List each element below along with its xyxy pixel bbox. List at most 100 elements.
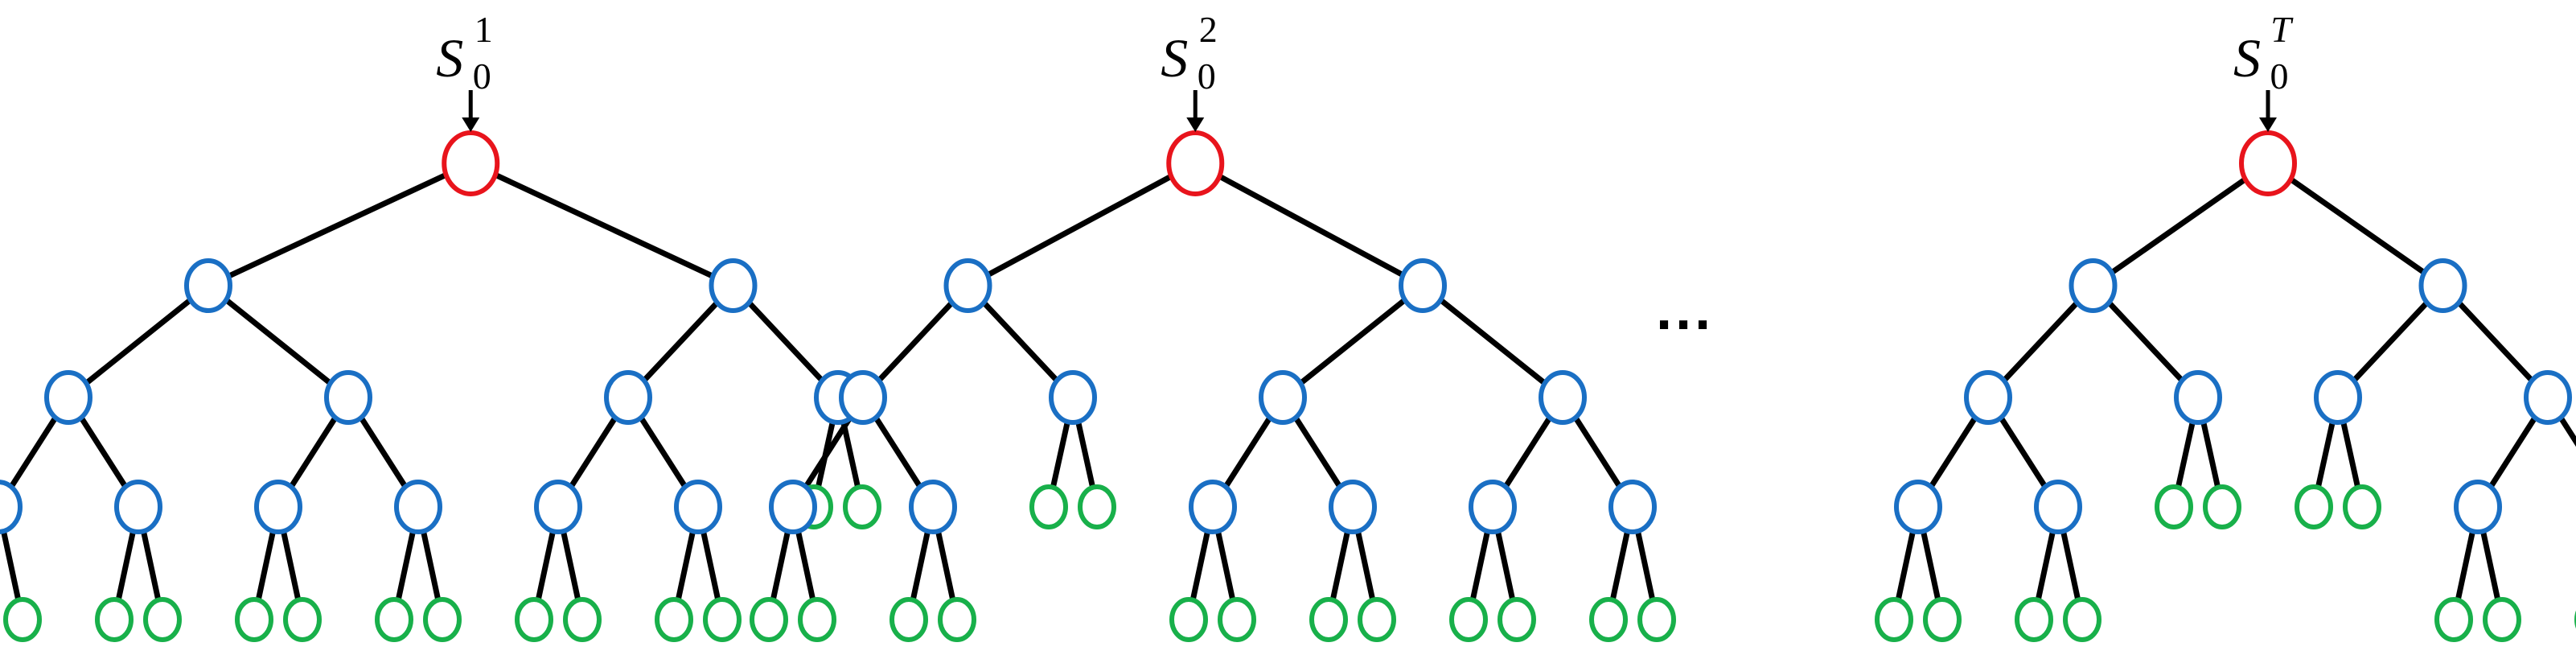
tree-3-internal-node <box>2314 370 2362 425</box>
tree-3-leaf-node <box>1875 597 1913 642</box>
tree-3-leaf-node <box>2295 484 2333 529</box>
root-label-base: S <box>2233 27 2261 89</box>
tree-2-leaf-node <box>1029 484 1068 529</box>
tree-1-internal-node <box>254 480 302 534</box>
tree-2-edge <box>965 160 1198 289</box>
tree-1-internal-node <box>324 370 372 425</box>
tree-2-internal-node <box>1329 480 1377 534</box>
tree-2-leaf-node <box>1078 484 1116 529</box>
tree-3-leaf-node <box>2155 484 2193 529</box>
tree-1-leaf-node <box>375 597 413 642</box>
tree-2-leaf-node <box>798 597 836 642</box>
tree-2-internal-node <box>1049 370 1097 425</box>
tree-3-internal-node <box>1964 370 2012 425</box>
tree-1-edge <box>467 160 736 289</box>
tree-3-leaf-node <box>2343 484 2381 529</box>
tree-2-leaf-node <box>1358 597 1396 642</box>
tree-3-edge <box>2090 160 2271 289</box>
root-node-s0-T <box>2239 130 2297 196</box>
tree-2-leaf-node <box>889 597 928 642</box>
nodes-layer <box>0 130 2576 642</box>
tree-1-leaf-node <box>95 597 134 642</box>
tree-3-internal-node <box>2418 258 2467 313</box>
tree-2-internal-node <box>943 258 992 313</box>
tree-1-leaf-node <box>235 597 273 642</box>
tree-2-leaf-node <box>1309 597 1348 642</box>
ellipsis-separator: ··· <box>1656 293 1714 357</box>
root-label-base: S <box>1161 27 1188 89</box>
root-node-s0-1 <box>442 130 500 196</box>
tree-1-internal-node <box>709 258 758 313</box>
tree-2-edge <box>1280 282 1426 401</box>
tree-2-internal-node <box>1189 480 1237 534</box>
tree-1-leaf-node <box>843 484 881 529</box>
tree-1-internal-node <box>44 370 92 425</box>
root-label-superscript: 1 <box>475 9 493 50</box>
down-arrow-icon <box>462 117 480 132</box>
tree-2-edge <box>1192 160 1426 289</box>
tree-3-internal-node <box>2069 258 2118 313</box>
tree-2-internal-node <box>769 480 817 534</box>
root-label-subscript: 0 <box>2270 56 2289 97</box>
tree-2-internal-node <box>839 370 887 425</box>
tree-3-leaf-node <box>1923 597 1962 642</box>
tree-3-edge <box>2265 160 2446 289</box>
tree-1-internal-node <box>394 480 442 534</box>
tree-1-internal-node <box>674 480 722 534</box>
tree-3-internal-node <box>1894 480 1942 534</box>
root-node-s0-2 <box>1166 130 1225 196</box>
root-label-subscript: 0 <box>1198 56 1216 97</box>
tree-1-leaf-node <box>3 597 42 642</box>
tree-1-edge <box>205 160 474 289</box>
root-label-subscript: 0 <box>473 56 491 97</box>
tree-2-internal-node <box>1539 370 1587 425</box>
tree-1-leaf-node <box>143 597 182 642</box>
tree-3-leaf-node <box>2203 484 2241 529</box>
tree-2-internal-node <box>1608 480 1657 534</box>
tree-2-leaf-node <box>1498 597 1536 642</box>
tree-1-leaf-node <box>563 597 602 642</box>
down-arrow-icon <box>1186 117 1205 132</box>
tree-1-edge <box>65 282 212 401</box>
tree-1-leaf-node <box>423 597 462 642</box>
tree-1-edge <box>205 282 351 401</box>
tree-2-edge <box>1419 282 1566 401</box>
tree-2-leaf-node <box>1169 597 1208 642</box>
tree-1-internal-node <box>0 480 23 534</box>
tree-1-internal-node <box>534 480 582 534</box>
tree-2-leaf-node <box>1218 597 1256 642</box>
tree-2-internal-node <box>1399 258 1447 313</box>
root-label-base: S <box>436 27 463 89</box>
tree-2-leaf-node <box>750 597 788 642</box>
tree-3-internal-node <box>2524 370 2572 425</box>
tree-3-internal-node <box>2034 480 2082 534</box>
tree-3-internal-node <box>2174 370 2222 425</box>
tree-2-internal-node <box>1469 480 1517 534</box>
tree-2-leaf-node <box>1449 597 1488 642</box>
root-label-superscript: 2 <box>1199 9 1218 50</box>
tree-1-leaf-node <box>655 597 693 642</box>
tree-2-leaf-node <box>1589 597 1628 642</box>
tree-1-leaf-node <box>703 597 742 642</box>
tree-2-internal-node <box>909 480 957 534</box>
down-arrow-icon <box>2259 117 2277 132</box>
tree-2-leaf-node <box>938 597 976 642</box>
tree-3-internal-node <box>2454 480 2502 534</box>
tree-2-internal-node <box>1259 370 1307 425</box>
tree-3-leaf-node <box>2015 597 2053 642</box>
tree-1-internal-node <box>114 480 162 534</box>
tree-3-leaf-node <box>2483 597 2521 642</box>
tree-3-leaf-node <box>2434 597 2473 642</box>
tree-1-leaf-node <box>283 597 322 642</box>
tree-1-leaf-node <box>515 597 553 642</box>
tree-1-internal-node <box>184 258 232 313</box>
tree-3-leaf-node <box>2063 597 2101 642</box>
root-label-superscript: T <box>2270 9 2294 50</box>
tree-2-leaf-node <box>1637 597 1676 642</box>
tree-1-internal-node <box>604 370 652 425</box>
